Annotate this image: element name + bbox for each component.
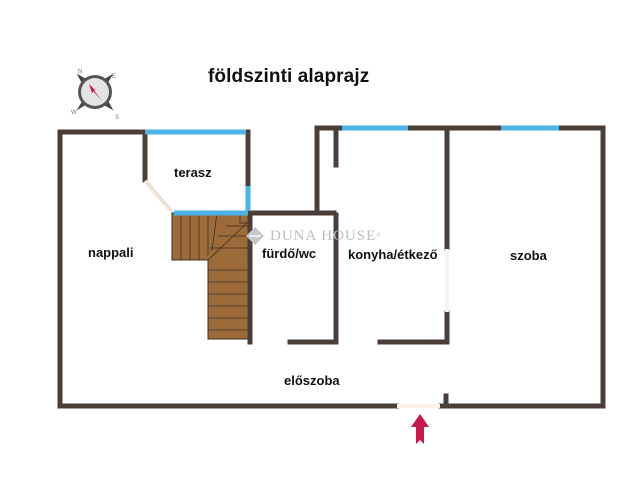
watermark: DUNA HOUSE® xyxy=(246,227,382,245)
room-label-terasz: terasz xyxy=(174,165,212,180)
room-label-nappali: nappali xyxy=(88,245,134,260)
entrance-arrow-icon xyxy=(411,414,429,444)
windows xyxy=(145,125,559,216)
room-label-szoba: szoba xyxy=(510,248,547,263)
staircase xyxy=(171,212,249,340)
svg-text:S: S xyxy=(115,115,119,121)
door-openings xyxy=(143,179,449,408)
duna-house-logo-icon xyxy=(246,227,264,245)
page-title: földszinti alaprajz xyxy=(208,66,370,87)
compass-icon: N E W S xyxy=(71,69,119,121)
room-label-eloszoba: előszoba xyxy=(284,373,340,388)
svg-text:W: W xyxy=(71,110,77,116)
room-label-furdo-wc: fürdő/wc xyxy=(262,246,317,261)
watermark-brand: DUNA HOUSE xyxy=(270,227,377,244)
room-label-konyha-etkezo: konyha/étkező xyxy=(348,247,438,262)
walls xyxy=(57,125,606,409)
svg-text:E: E xyxy=(112,74,116,80)
svg-text:N: N xyxy=(78,69,82,75)
watermark-mark: ® xyxy=(376,233,382,239)
